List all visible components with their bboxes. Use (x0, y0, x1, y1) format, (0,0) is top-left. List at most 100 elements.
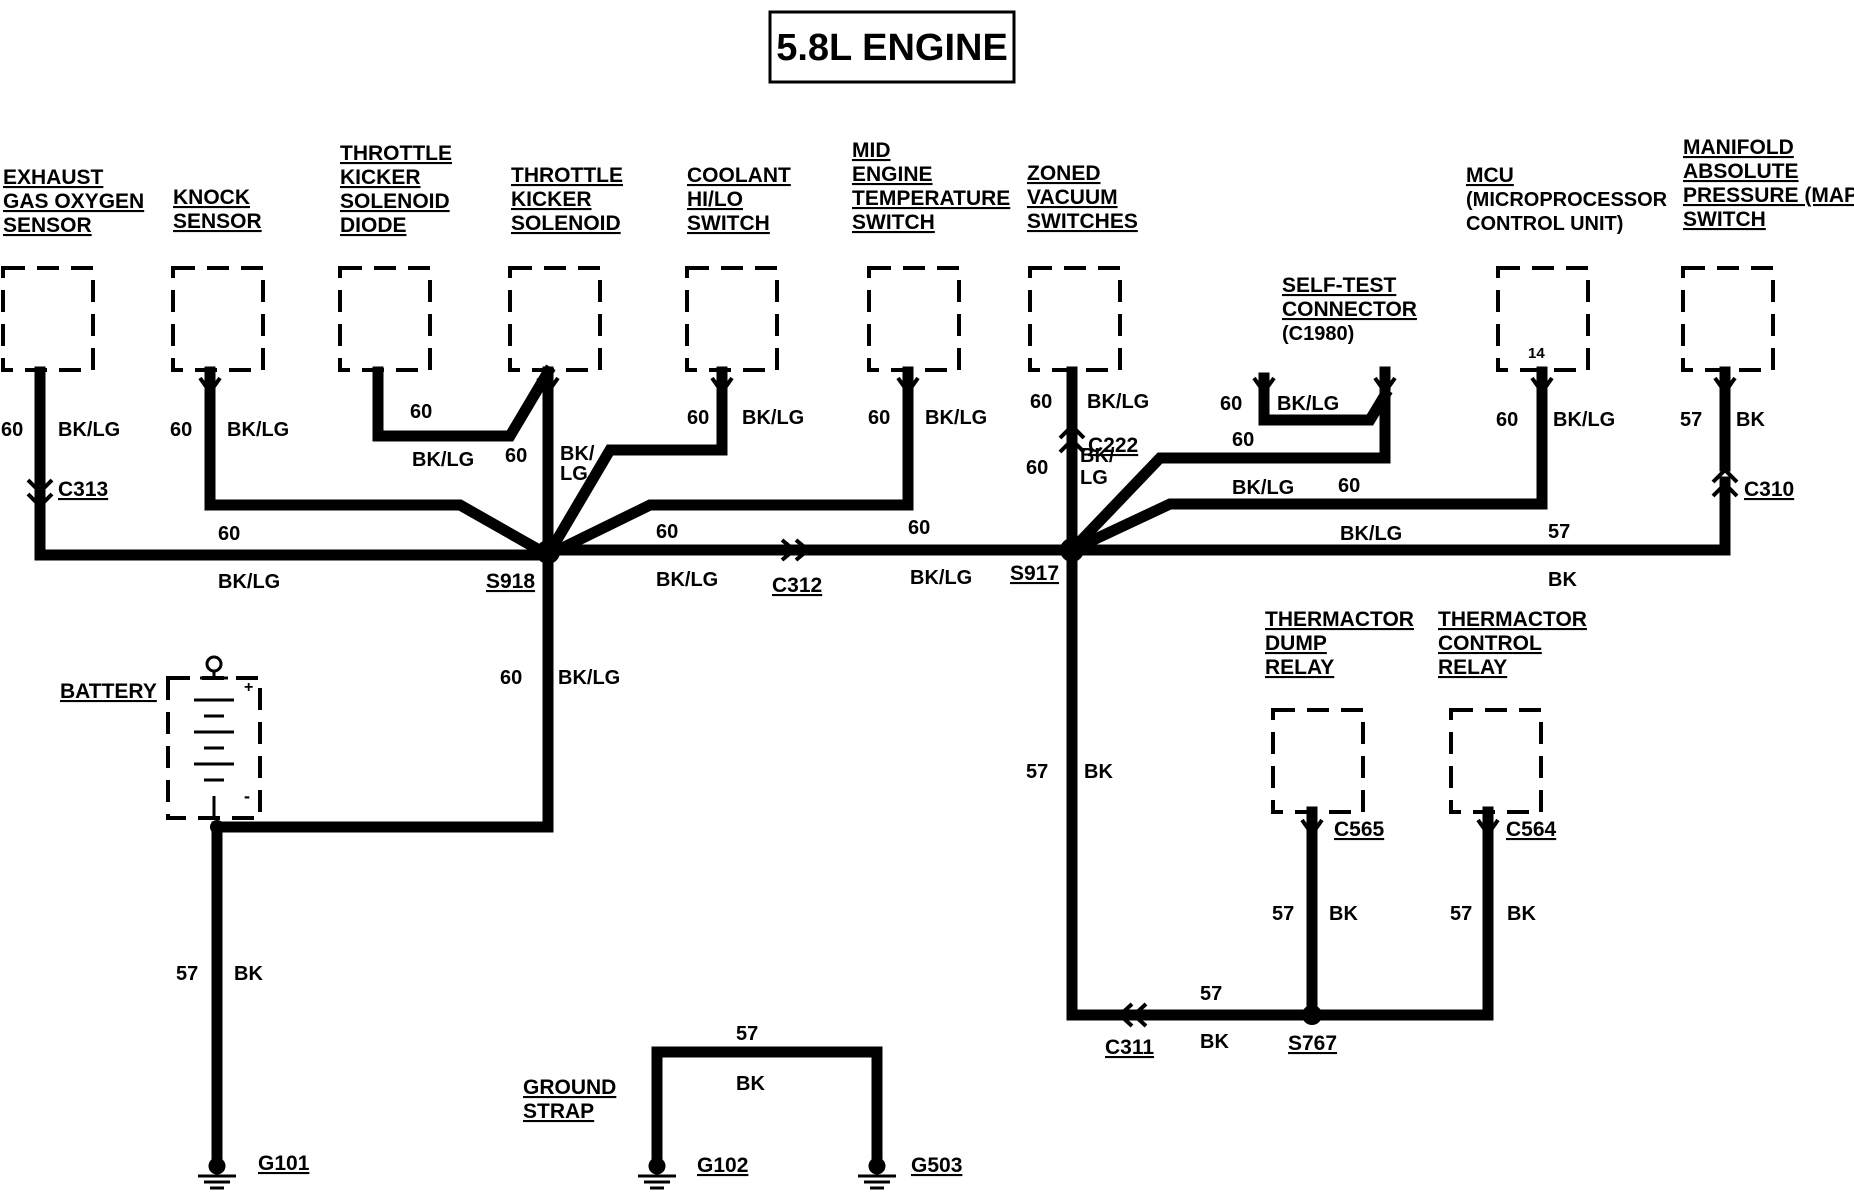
wire-labels: 60 BK/LG 60 BK/LG 60 BK/LG 60 BK/LG 60 B… (1, 391, 1765, 1095)
svg-text:60: 60 (1338, 475, 1360, 497)
svg-text:ENGINE: ENGINE (852, 163, 933, 186)
svg-text:ABSOLUTE: ABSOLUTE (1683, 160, 1799, 183)
svg-text:BK/LG: BK/LG (925, 407, 987, 429)
svg-text:LG: LG (1080, 467, 1108, 489)
svg-text:57: 57 (1680, 409, 1702, 431)
svg-text:BK/LG: BK/LG (58, 419, 120, 441)
connector-c310 (1711, 467, 1739, 498)
svg-text:BK/LG: BK/LG (1232, 477, 1294, 499)
coolant-switch-box (685, 266, 779, 372)
mcu-box (1496, 266, 1590, 372)
svg-text:60: 60 (868, 407, 890, 429)
svg-text:-: - (244, 786, 250, 806)
svg-text:SENSOR: SENSOR (3, 214, 92, 237)
label-knock-sensor: KNOCK SENSOR (173, 186, 262, 233)
svg-text:KNOCK: KNOCK (173, 186, 250, 209)
svg-text:S918: S918 (486, 570, 535, 593)
svg-text:BK/LG: BK/LG (656, 569, 718, 591)
svg-text:BK/LG: BK/LG (1087, 391, 1149, 413)
svg-text:BK: BK (1507, 903, 1536, 925)
svg-text:G102: G102 (697, 1154, 748, 1177)
svg-text:MID: MID (852, 139, 891, 162)
svg-text:CONTROL: CONTROL (1438, 632, 1542, 655)
svg-text:THERMACTOR: THERMACTOR (1265, 608, 1414, 631)
svg-text:C222: C222 (1088, 434, 1138, 457)
svg-text:C310: C310 (1744, 478, 1794, 501)
connector-c222 (1058, 423, 1086, 454)
connector-c311 (1117, 1002, 1148, 1028)
label-thermactor-dump: THERMACTOR DUMP RELAY (1265, 608, 1414, 679)
svg-text:BK/LG: BK/LG (227, 419, 289, 441)
svg-text:RELAY: RELAY (1265, 656, 1334, 679)
svg-text:COOLANT: COOLANT (687, 164, 791, 187)
label-battery: BATTERY (60, 680, 157, 703)
svg-text:BK/LG: BK/LG (1277, 393, 1339, 415)
svg-text:60: 60 (500, 667, 522, 689)
label-coolant-switch: COOLANT HI/LO SWITCH (687, 164, 791, 235)
mcu-pin-number: 14 (1528, 345, 1545, 362)
svg-text:60: 60 (410, 401, 432, 423)
connector-c312 (780, 538, 812, 562)
svg-text:EXHAUST: EXHAUST (3, 166, 104, 189)
svg-text:MANIFOLD: MANIFOLD (1683, 136, 1794, 159)
svg-text:BK: BK (1736, 409, 1765, 431)
svg-text:KICKER: KICKER (340, 166, 421, 189)
svg-text:60: 60 (218, 523, 240, 545)
svg-text:60: 60 (1220, 393, 1242, 415)
svg-text:SOLENOID: SOLENOID (340, 190, 450, 213)
svg-text:60: 60 (687, 407, 709, 429)
battery-terminal (210, 820, 224, 834)
svg-text:SWITCHES: SWITCHES (1027, 210, 1138, 233)
diagram-title: 5.8L ENGINE (776, 27, 1008, 69)
svg-text:THERMACTOR: THERMACTOR (1438, 608, 1587, 631)
svg-text:BK/LG: BK/LG (910, 567, 972, 589)
splice-s767 (1302, 1005, 1322, 1025)
title-box (768, 10, 1016, 84)
svg-text:DUMP: DUMP (1265, 632, 1327, 655)
svg-text:60: 60 (1232, 429, 1254, 451)
svg-text:BK/LG: BK/LG (412, 449, 474, 471)
svg-text:BK/: BK/ (1080, 445, 1115, 467)
reference-labels: C313 C312 C222 C310 C565 C564 C311 S918 … (58, 434, 1794, 1177)
label-tks-diode: THROTTLE KICKER SOLENOID DIODE (340, 142, 452, 237)
svg-text:BK/: BK/ (560, 443, 595, 465)
svg-text:VACUUM: VACUUM (1027, 186, 1118, 209)
label-mcu: MCU (MICROPROCESSOR CONTROL UNIT) (1466, 164, 1668, 235)
zvs-box (1028, 266, 1122, 372)
label-tks: THROTTLE KICKER SOLENOID (511, 164, 623, 235)
tks-diode-box (338, 266, 432, 372)
svg-text:PRESSURE (MAP): PRESSURE (MAP) (1683, 184, 1854, 207)
label-map-switch: MANIFOLD ABSOLUTE PRESSURE (MAP) SWITCH (1683, 136, 1854, 231)
svg-text:BK/LG: BK/LG (1553, 409, 1615, 431)
thermactor-control-box (1449, 708, 1543, 814)
label-thermactor-control: THERMACTOR CONTROL RELAY (1438, 608, 1587, 679)
svg-text:BK: BK (736, 1073, 765, 1095)
splice-s917 (1060, 538, 1084, 562)
svg-text:57: 57 (1026, 761, 1048, 783)
svg-text:BK/LG: BK/LG (742, 407, 804, 429)
svg-text:C565: C565 (1334, 818, 1385, 841)
svg-text:SENSOR: SENSOR (173, 210, 262, 233)
svg-text:KICKER: KICKER (511, 188, 592, 211)
connector-c313 (26, 478, 54, 509)
svg-text:CONTROL UNIT): CONTROL UNIT) (1466, 213, 1623, 235)
svg-text:BK: BK (1329, 903, 1358, 925)
svg-text:TEMPERATURE: TEMPERATURE (852, 187, 1010, 210)
svg-text:57: 57 (1200, 983, 1222, 1005)
svg-text:60: 60 (908, 517, 930, 539)
svg-text:THROTTLE: THROTTLE (340, 142, 452, 165)
knock-sensor-box (171, 266, 265, 372)
svg-text:C313: C313 (58, 478, 108, 501)
label-zvs: ZONED VACUUM SWITCHES (1027, 162, 1138, 233)
svg-text:60: 60 (170, 419, 192, 441)
svg-text:G101: G101 (258, 1152, 310, 1175)
svg-text:(C1980): (C1980) (1282, 323, 1354, 345)
svg-text:BK/LG: BK/LG (218, 571, 280, 593)
thermactor-dump-box (1271, 708, 1365, 814)
ego-sensor-box (1, 266, 95, 372)
svg-text:BK/LG: BK/LG (1340, 523, 1402, 545)
wires (34, 364, 1731, 1164)
svg-text:HI/LO: HI/LO (687, 188, 743, 211)
svg-text:BK/LG: BK/LG (558, 667, 620, 689)
